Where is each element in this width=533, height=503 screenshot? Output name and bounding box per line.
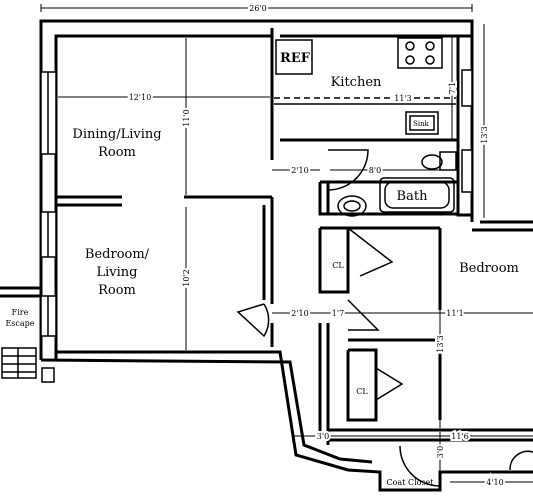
dim-bedroom-width: 11'1 xyxy=(446,309,463,318)
bath-fixtures xyxy=(337,151,457,217)
bedroom-living-label-3: Room xyxy=(98,283,136,298)
dim-kitchen-width: 11'3 xyxy=(394,94,411,103)
kitchen-fixtures xyxy=(274,37,456,135)
dim-closet-gap: 1'7 xyxy=(332,309,344,318)
dim-hall-bottom: 3'0 xyxy=(317,432,329,441)
closet-1-label: CL xyxy=(332,261,344,270)
washbasin xyxy=(337,195,367,217)
bedroom-living-label-2: Living xyxy=(97,265,138,280)
dim-bath-width: 8'0 xyxy=(369,166,381,175)
walls xyxy=(0,19,533,492)
ref-label: REF xyxy=(280,51,311,66)
dim-dining-width: 12'10 xyxy=(129,93,152,102)
fire-escape-stairs xyxy=(1,347,55,383)
windows xyxy=(40,69,473,337)
dining-label-1: Dining/Living xyxy=(72,127,161,142)
refrigerator xyxy=(275,39,313,75)
doors xyxy=(236,149,533,487)
stove xyxy=(397,37,443,69)
dim-right-depth-top: 13'3 xyxy=(480,126,489,143)
bedroom-living-label-1: Bedroom/ xyxy=(85,247,150,262)
dim-bedroom-depth: 13'3 xyxy=(436,335,445,352)
kitchen-label: Kitchen xyxy=(331,75,382,90)
bathtub xyxy=(379,177,455,213)
sink xyxy=(405,111,439,135)
bedroom-label: Bedroom xyxy=(459,261,519,276)
closet-2-label: CL xyxy=(356,387,368,396)
toilet xyxy=(421,154,443,170)
dim-bedroom-living-depth: 10'2 xyxy=(182,269,191,286)
dim-lower-room-width: 11'6 xyxy=(451,432,468,441)
dim-overall-width: 26'0 xyxy=(249,4,266,13)
dim-kitchen-depth: 7'1 xyxy=(448,82,457,94)
dim-lower-hall-depth: 3'0 xyxy=(436,446,445,458)
fire-escape-label-1: Fire xyxy=(12,308,29,317)
dim-dining-depth: 11'0 xyxy=(182,109,191,126)
sink-label: Sink xyxy=(413,120,430,128)
fire-escape-label-2: Escape xyxy=(5,319,34,328)
dim-hall-top: 2'10 xyxy=(291,166,308,175)
dining-label-2: Room xyxy=(98,145,136,160)
dimension-lines xyxy=(40,4,533,483)
coat-closet-label: Coat Closet xyxy=(386,478,434,487)
bath-label: Bath xyxy=(397,189,429,204)
dim-lower-right-width: 4'10 xyxy=(486,478,503,487)
dim-hall-mid: 2'10 xyxy=(291,309,308,318)
